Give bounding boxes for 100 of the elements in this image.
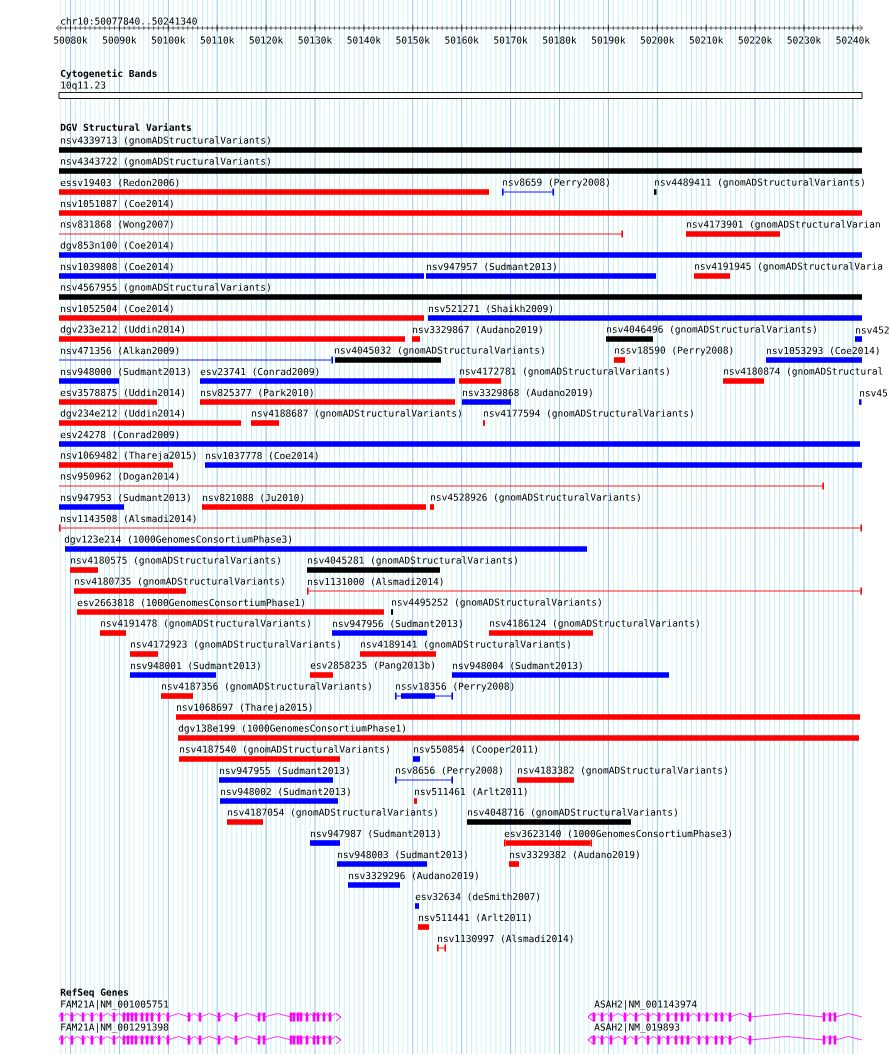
tick-label: 50100k [151,36,186,44]
tick-label: 50240k [836,36,870,44]
variant-label: nsv4180735 (gnomADStructuralVariants) [75,577,284,587]
variant-label: nsv550854 (Cooper2011) [414,745,538,755]
variant-label: nsv4172781 (gnomADStructuralVariants) [460,367,669,377]
variant-label: dgv233e212 (Uddin2014) [60,325,185,335]
tick-label: 50200k [640,36,675,44]
variant-label: nsv1037778 (Coe2014) [206,451,318,461]
variant-label: nsv4187054 (gnomADStructuralVariants) [228,808,437,818]
band-label: 10q11.23 [61,81,106,91]
variant-label: nsv947987 (Sudmant2013) [311,829,440,839]
gene-label: ASAH2|NM_001143974 [594,1000,697,1010]
variant-label: nsv471356 (Alkan2009) [61,346,179,356]
variant-label: esv3578875 (Uddin2014) [60,388,185,398]
variant-label: nsv947953 (Sudmant2013) [61,493,190,503]
variant-label: nssv18356 (Perry2008) [396,682,514,692]
tick-label: 50220k [738,36,773,44]
variant-label: nsv521271 (Shaikh2009) [429,304,553,314]
variant-label: nsv4528926 (gnomADStructuralVariants) [431,493,640,503]
variant-label: dgv123e214 (1000GenomesConsortiumPhase3) [64,535,291,545]
variant-label: nsv4187540 (gnomADStructuralVariants) [180,745,389,755]
variant-label: dgv234e212 (Uddin2014) [60,409,185,419]
variant-label: nsv8656 (Perry2008) [396,766,502,776]
tick-label: 50110k [200,36,235,44]
variant-label: nsv4172923 (gnomADStructuralVariants) [131,640,340,650]
tick-label: 50120k [249,36,284,44]
tick-label: 50230k [787,36,821,44]
track-title: DGV Structural Variants [60,123,191,131]
tick-label: 50080k [54,36,88,44]
variant-label: nsv4186124 (gnomADStructuralVariants) [490,619,699,629]
variant-label: nsv948003 (Sudmant2013) [338,850,467,860]
track-title: Cytogenetic Bands [60,69,157,79]
variant-label: nsv948004 (Sudmant2013) [453,661,582,671]
variant-label: nsv3329868 (Audano2019) [463,388,592,398]
variant-label: essv19403 (Redon2006) [60,178,179,188]
variant-label: nsv511461 (Arlt2011) [415,787,527,797]
variant-label: nsv831868 (Wong2007) [61,220,173,230]
variant-label: nsv4180575 (gnomADStructuralVariants) [71,556,280,566]
tick-label: 50210k [689,36,724,44]
variant-label: nsv511441 (Arlt2011) [419,913,531,923]
variant-label: nsv4045281 (gnomADStructuralVariants) [308,556,517,566]
variant-label: nsv950962 (Dogan2014) [61,472,179,482]
variant-label: nsv4191478 (gnomADStructuralVariants) [101,619,310,629]
variant-label: nsv4189141 (gnomADStructuralVariants) [361,640,570,650]
tick-label: 50160k [445,36,479,44]
tick-label: 50180k [543,36,577,44]
variant-label: nssv18590 (Perry2008) [615,346,733,356]
variant-label: nsv821088 (Ju2010) [203,493,304,503]
variant-label: dgv138e199 (1000GenomesConsortiumPhase1) [178,724,405,734]
variant-label: nsv4177594 (gnomADStructuralVariants) [484,409,693,419]
variant-label: nsv1052504 (Coe2014) [61,304,173,314]
variant-label: nsv947955 (Sudmant2013) [220,766,349,776]
variant-label: nsv3329382 (Audano2019) [510,850,639,860]
location-label: chr10:50077840..50241340 [61,17,197,25]
tick-label: 50140k [347,36,381,44]
variant-label: nsv4048716 (gnomADStructuralVariants) [468,808,677,818]
variant-label: nsv8659 (Perry2008) [503,178,609,188]
variant-label: nsv1068697 (Thareja2015) [177,703,312,713]
variant-label: nsv45 [860,389,888,397]
variant-label: esv24278 (Conrad2009) [60,430,179,440]
variant-label: nsv4183382 (gnomADStructuralVariants) [518,766,727,776]
variant-label: nsv452 [856,326,889,334]
variant-label: nsv1130997 (Alsmadi2014) [438,934,573,944]
variant-label: nsv4489411 (gnomADStructuralVariants) [655,178,864,188]
variant-label: esv23741 (Conrad2009) [200,367,319,377]
variant-label: nsv4173901 (gnomADStructuralVarian [687,220,880,230]
variant-label: esv2663818 (1000GenomesConsortiumPhase1) [77,598,304,608]
variant-label: nsv4339713 (gnomADStructuralVariants) [61,136,270,146]
variant-label: nsv1039808 (Coe2014) [61,262,173,272]
variant-label: esv3623140 (1000GenomesConsortiumPhase3) [504,829,731,839]
variant-label: nsv4567955 (gnomADStructuralVariants) [61,283,270,293]
variant-label: nsv3329867 (Audano2019) [413,325,542,335]
variant-label: nsv948001 (Sudmant2013) [131,661,260,671]
variant-label: nsv3329296 (Audano2019) [349,871,478,881]
track-title: RefSeq Genes [60,988,129,998]
tick-label: 50090k [102,36,137,44]
variant-label: nsv947956 (Sudmant2013) [333,619,462,629]
variant-label: nsv4188687 (gnomADStructuralVariants) [252,409,461,419]
tick-label: 50170k [494,36,528,44]
variant-label: nsv4495252 (gnomADStructuralVariants) [392,598,601,608]
gene-label: FAM21A|NM_001291398 [61,1023,169,1033]
variant-label: nsv4191945 (gnomADStructuralVaria [695,262,883,272]
gene-label: FAM21A|NM_001005751 [61,1000,169,1010]
variant-label: nsv1143508 (Alsmadi2014) [61,514,196,524]
variant-label: esv32634 (deSmith2007) [415,892,540,902]
variant-label: nsv4343722 (gnomADStructuralVariants) [61,157,270,167]
variant-label: nsv1053293 (Coe2014) [767,346,879,356]
variant-label: nsv1051087 (Coe2014) [61,199,173,209]
variant-label: nsv1069482 (Thareja2015) [61,451,196,461]
gene-label: ASAH2|NM_019893 [594,1023,680,1033]
variant-label: nsv825377 (Park2010) [201,388,313,398]
variant-label: dgv853n100 (Coe2014) [60,241,173,251]
variant-label: nsv4046496 (gnomADStructuralVariants) [607,325,816,335]
variant-label: nsv948002 (Sudmant2013) [221,787,350,797]
variant-label: esv2858235 (Pang2013b) [310,661,435,671]
variant-label: nsv4045032 (gnomADStructuralVariants) [335,346,544,356]
tick-label: 50190k [591,36,626,44]
tick-label: 50150k [396,36,430,44]
variant-label: nsv948000 (Sudmant2013) [61,367,190,377]
variant-label: nsv947957 (Sudmant2013) [427,262,556,272]
